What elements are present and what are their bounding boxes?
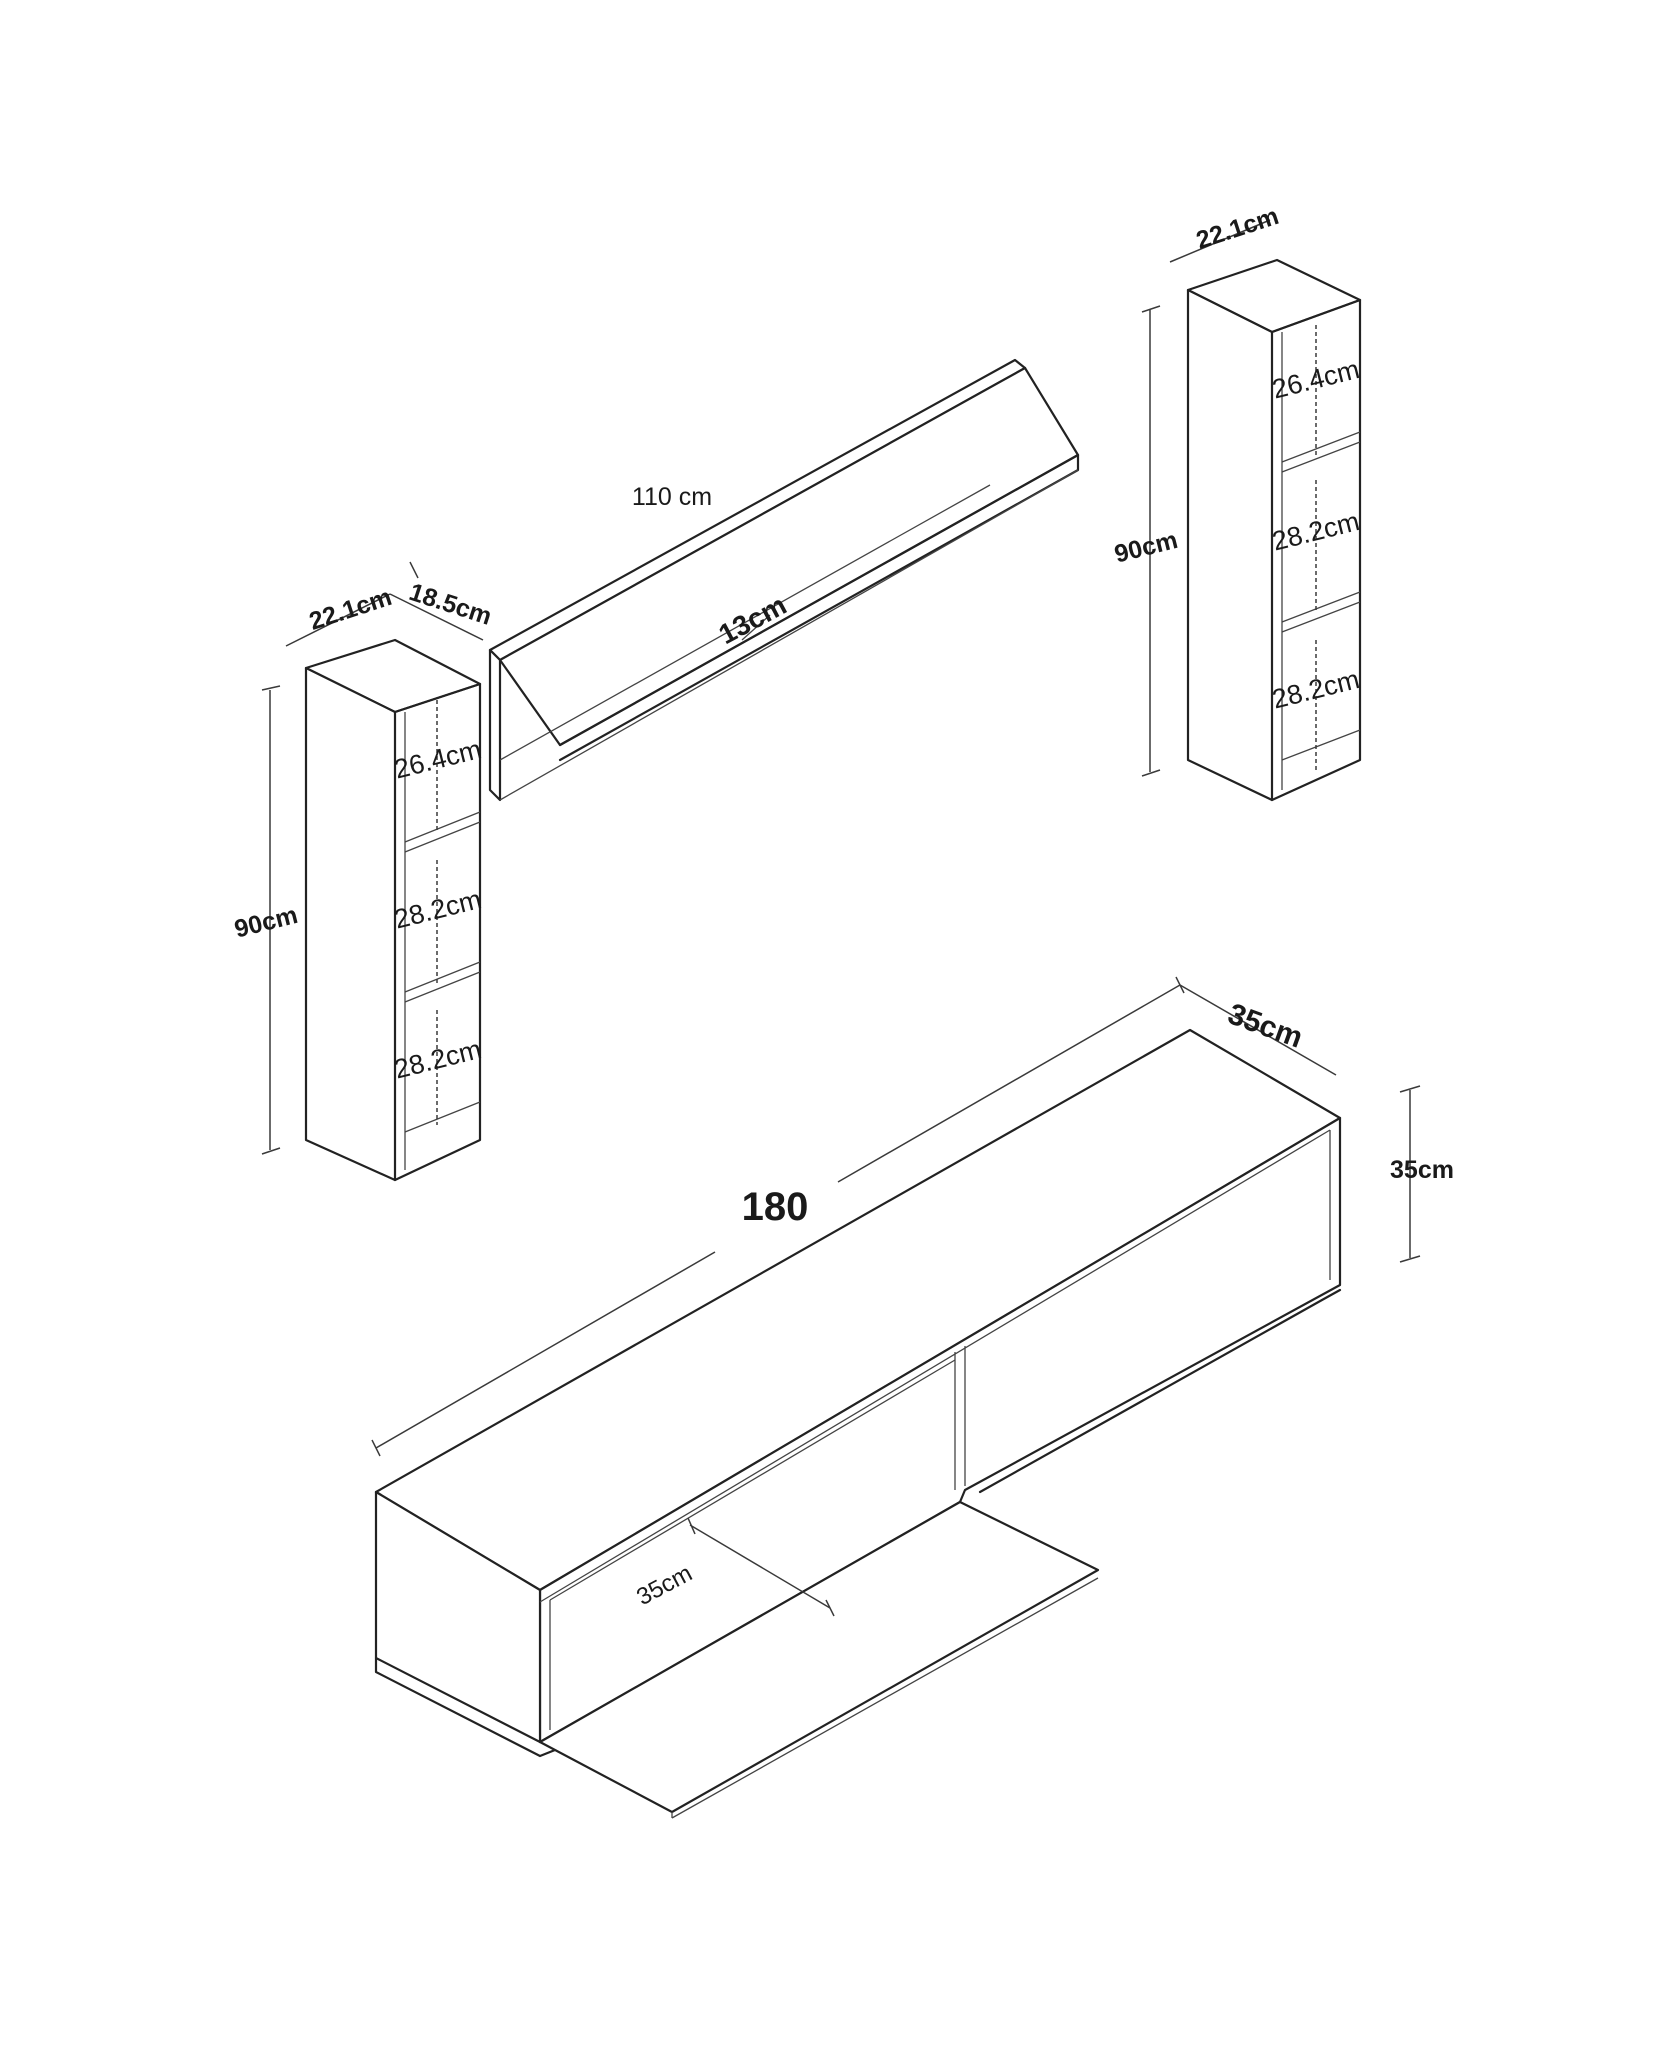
left-unit-depth-label: 18.5cm	[406, 578, 495, 631]
wall-shelf: 13cm 110 cm	[488, 358, 1080, 802]
left-unit-height-label: 90cm	[232, 901, 301, 944]
left-bookcase-unit: 26.4cm 28.2cm 28.2cm 90cm 22.1cm 18.5cm	[232, 561, 495, 1182]
right-unit-width-label: 22.1cm	[1193, 202, 1282, 255]
right-unit-height-label: 90cm	[1112, 526, 1181, 569]
right-compartment-2-label: 28.2cm	[1269, 506, 1362, 557]
tv-unit: 35cm 180 35cm 35cm	[371, 976, 1454, 1819]
left-unit-width-label: 22.1cm	[306, 583, 395, 636]
tv-unit-length-label: 180	[742, 1185, 809, 1229]
shelf-length-label: 110 cm	[632, 483, 712, 511]
right-bookcase-unit: 26.4cm 28.2cm 28.2cm 90cm 22.1cm	[1112, 202, 1362, 802]
tv-unit-height-label: 35cm	[1390, 1156, 1454, 1184]
tv-unit-depth-label: 35cm	[1224, 997, 1307, 1054]
